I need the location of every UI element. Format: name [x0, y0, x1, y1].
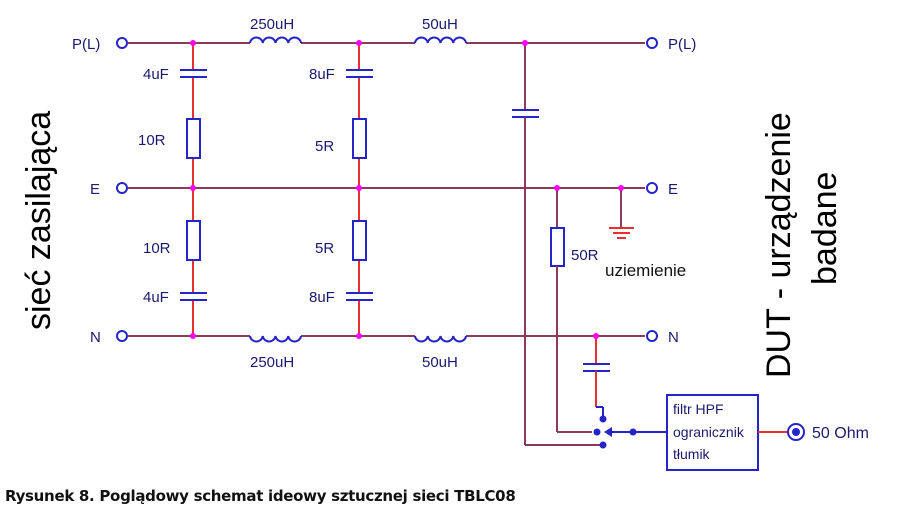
terminal-left-e: E [90, 181, 128, 198]
cap-top-8uf: 8uF [309, 66, 373, 83]
svg-text:N: N [668, 329, 679, 346]
res-top-5r: 5R [315, 118, 367, 159]
coupling-cap-n [583, 336, 610, 418]
res-ground-50r: 50R [550, 188, 599, 433]
inductor-top-250uh: 250uH [249, 16, 302, 44]
svg-text:filtr HPF: filtr HPF [673, 401, 724, 417]
ground-icon [609, 188, 634, 239]
output-label: 50 Ohm [812, 425, 869, 442]
inductor-top-50uh: 50uH [414, 16, 467, 44]
svg-text:8uF: 8uF [309, 66, 335, 83]
inductor-bottom-250uh: 250uH [249, 335, 302, 371]
res-top-10r: 10R [138, 118, 201, 159]
svg-text:tłumik: tłumik [673, 446, 711, 462]
coupling-cap-p [512, 43, 600, 446]
svg-text:P(L): P(L) [668, 36, 696, 53]
dut-label-line1: DUT - urządzenie [760, 112, 798, 378]
svg-text:50uH: 50uH [422, 16, 458, 33]
svg-text:P(L): P(L) [72, 36, 100, 53]
svg-text:50uH: 50uH [422, 354, 458, 371]
res-bottom-5r: 5R [315, 220, 367, 261]
terminal-right-e: E [646, 181, 678, 198]
svg-text:ogranicznik: ogranicznik [673, 424, 745, 440]
terminal-right-n: N [646, 329, 679, 346]
mains-side-label: sieć zasilająca [20, 111, 58, 330]
junction-dots [190, 40, 624, 339]
svg-text:E: E [90, 181, 100, 198]
svg-text:250uH: 250uH [250, 16, 294, 33]
svg-text:N: N [90, 329, 101, 346]
svg-text:4uF: 4uF [143, 66, 169, 83]
cap-top-4uf: 4uF [143, 66, 207, 83]
svg-text:8uF: 8uF [309, 289, 335, 306]
terminal-left-n: N [90, 329, 128, 346]
filter-box: filtr HPF ogranicznik tłumik [666, 394, 759, 471]
cap-bottom-8uf: 8uF [309, 289, 373, 306]
terminal-left-p: P(L) [72, 36, 128, 53]
dut-label-line2: badane [806, 172, 844, 285]
svg-text:5R: 5R [315, 240, 334, 257]
svg-text:250uH: 250uH [250, 354, 294, 371]
svg-text:E: E [668, 181, 678, 198]
svg-text:10R: 10R [138, 132, 166, 149]
cap-bottom-4uf: 4uF [143, 289, 207, 306]
ground-label: uziemienie [605, 261, 686, 280]
svg-text:5R: 5R [315, 138, 334, 155]
selector-switch [593, 415, 667, 449]
res-bottom-10r: 10R [143, 220, 201, 261]
output-connector-icon [787, 423, 805, 441]
terminal-right-p: P(L) [646, 36, 696, 53]
inductor-bottom-50uh: 50uH [414, 335, 467, 371]
svg-text:10R: 10R [143, 240, 171, 257]
svg-text:4uF: 4uF [143, 289, 169, 306]
svg-text:50R: 50R [571, 247, 599, 264]
figure-caption: Rysunek 8. Poglądowy schemat ideowy sztu… [5, 487, 516, 505]
